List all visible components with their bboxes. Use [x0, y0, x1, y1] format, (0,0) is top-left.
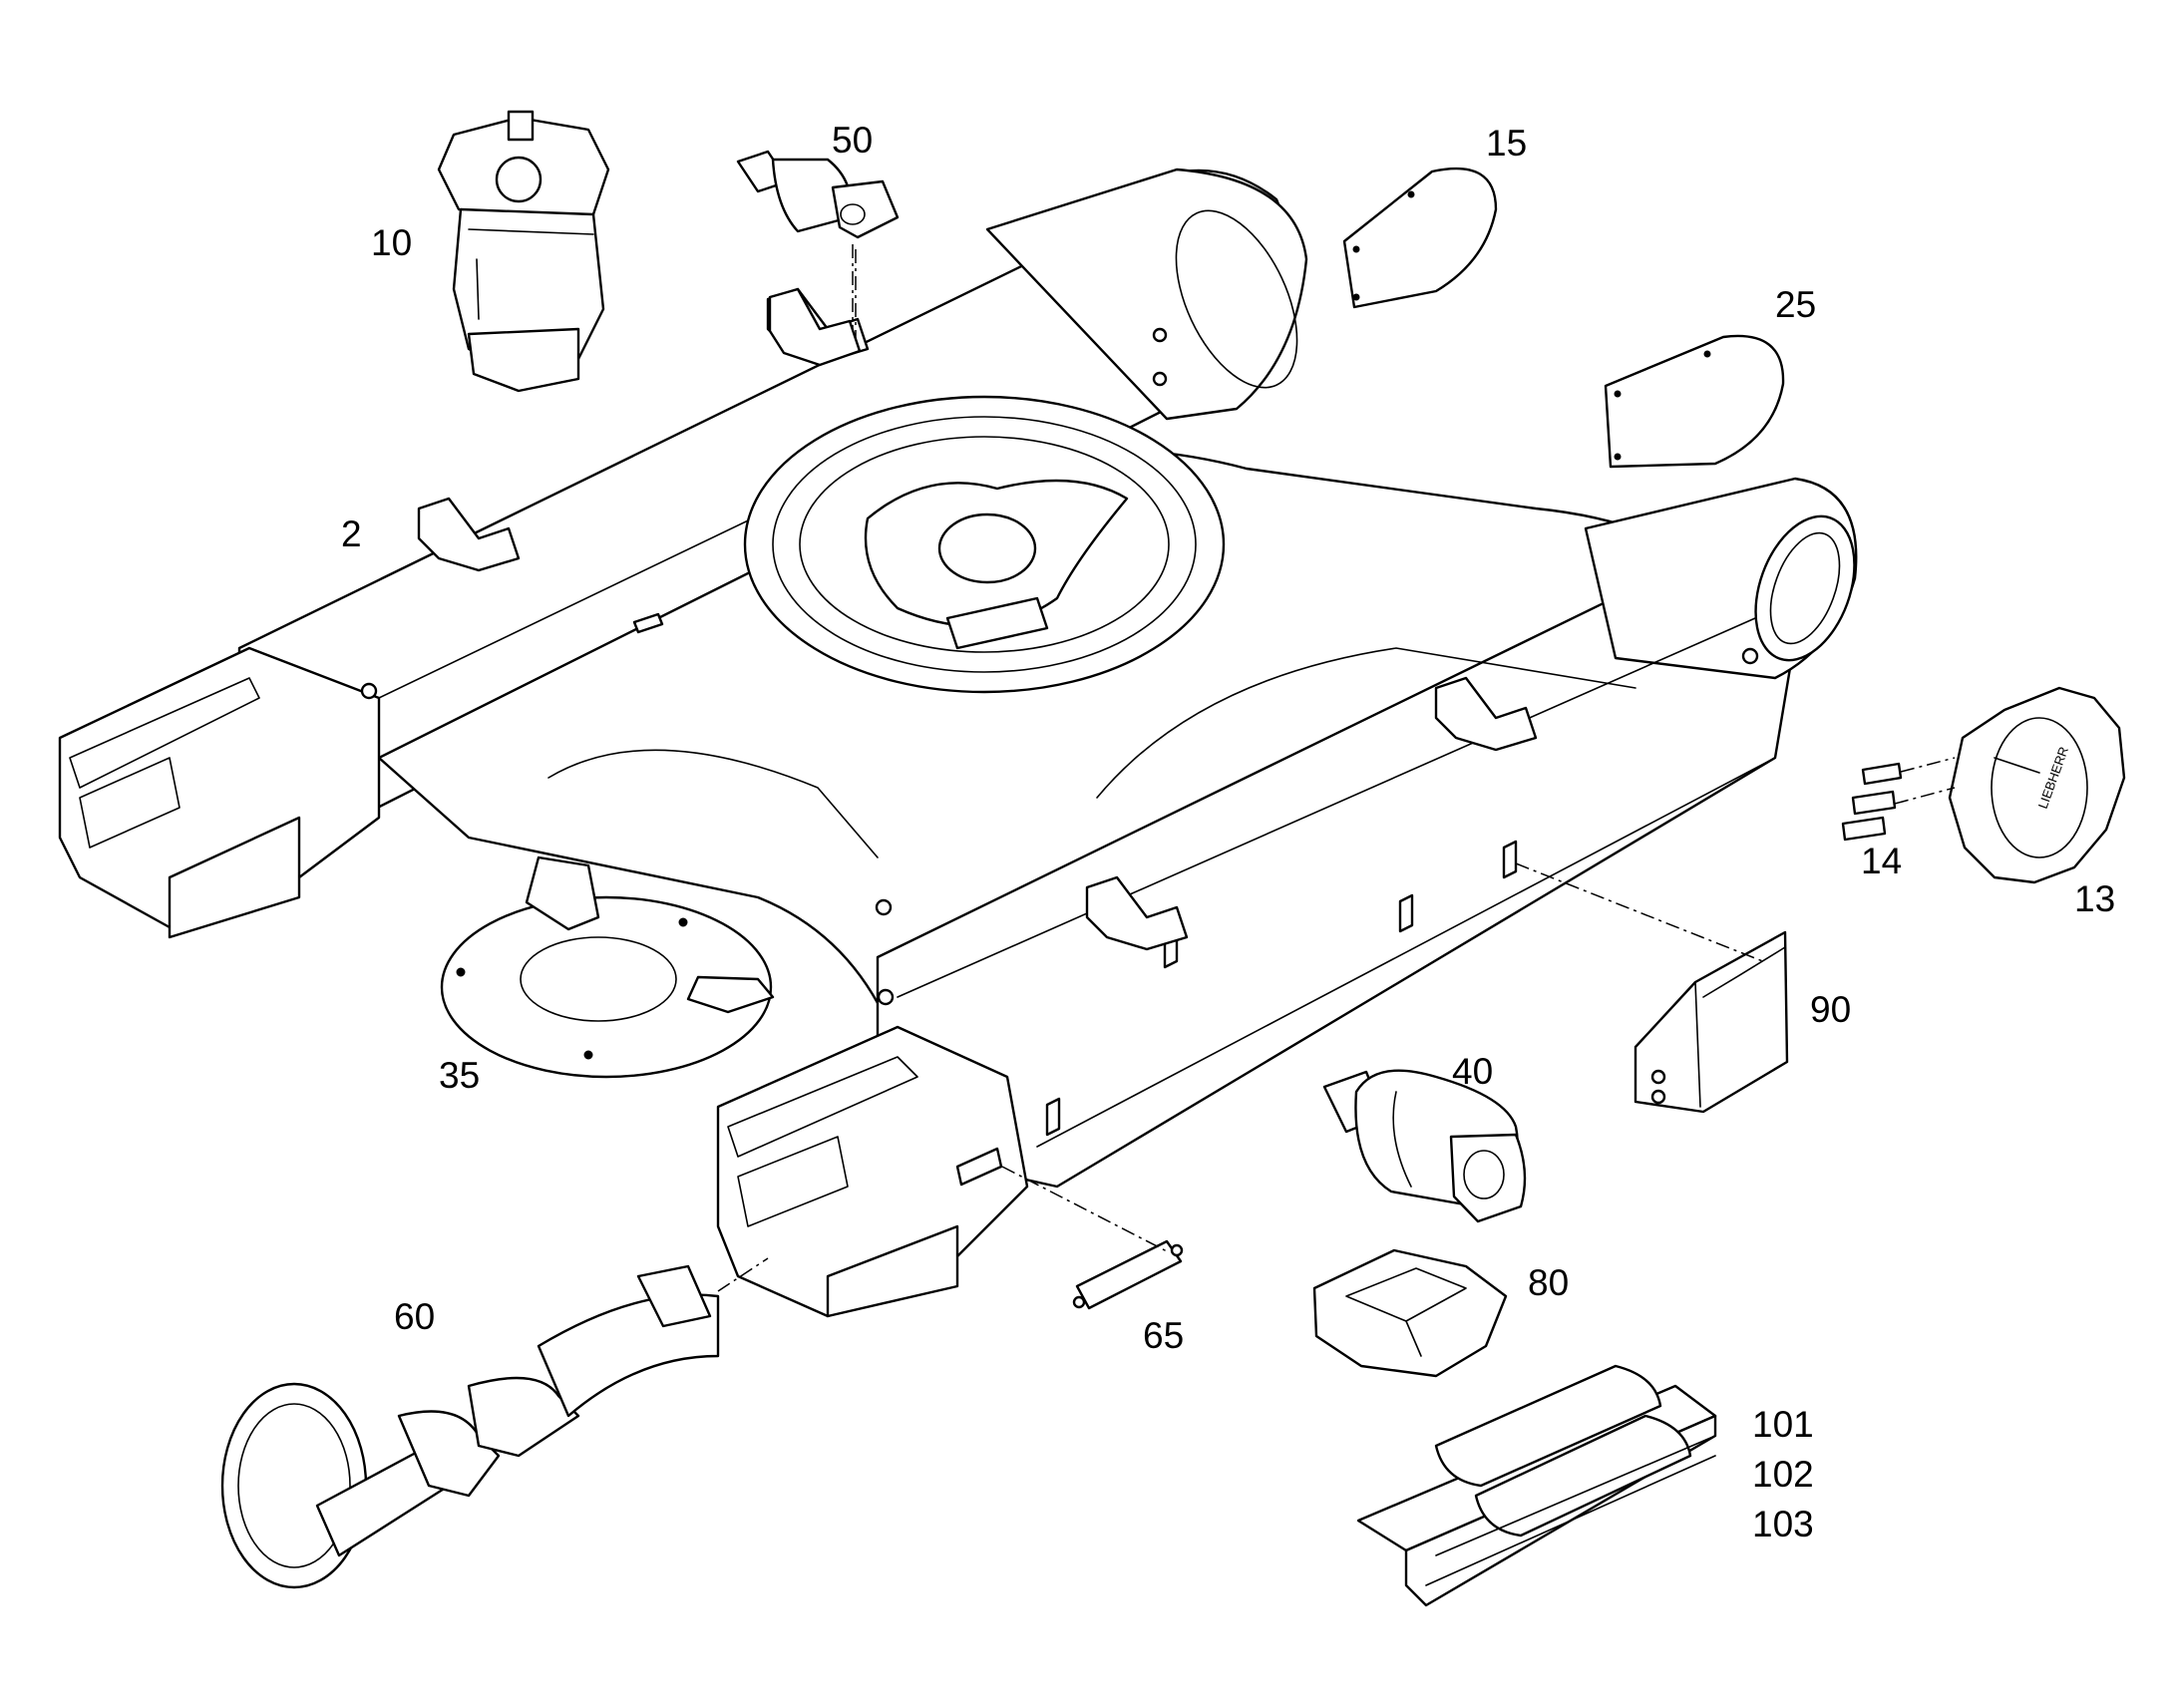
drive-sprocket: LIEBHERR: [1948, 686, 2126, 884]
callout-25: 25: [1775, 284, 1817, 325]
callout-103: 103: [1752, 1504, 1814, 1544]
callout-40: 40: [1452, 1051, 1494, 1092]
track-guide-plate: [1515, 862, 1789, 1114]
callout-35: 35: [439, 1055, 481, 1096]
callout-14: 14: [1861, 841, 1903, 881]
callout-13: 13: [2074, 878, 2116, 919]
shim-plate: [440, 855, 775, 1079]
callout-10: 10: [371, 222, 413, 263]
cover-plate-15: [1342, 167, 1498, 309]
callout-15: 15: [1486, 123, 1528, 164]
track-roller: [1322, 1069, 1527, 1223]
callout-2: 2: [341, 513, 362, 554]
callout-50: 50: [832, 120, 874, 161]
callout-102: 102: [1752, 1454, 1814, 1495]
cover-plate-25: [1604, 334, 1785, 469]
callout-101: 101: [1752, 1404, 1814, 1445]
cover-plate-65: [1001, 1166, 1184, 1310]
callout-80: 80: [1528, 1262, 1570, 1303]
callout-60: 60: [394, 1296, 436, 1337]
callout-65: 65: [1143, 1315, 1185, 1356]
idler-assembly: [220, 1264, 720, 1589]
track-chain-and-shoes: [1356, 1364, 1717, 1607]
travel-motor: [437, 110, 610, 393]
sprocket-bolts: [1841, 757, 1956, 842]
carrier-roller: [736, 150, 900, 367]
callout-90: 90: [1810, 989, 1852, 1030]
undercarriage-frame: [58, 168, 1858, 1318]
roller-guard: [1312, 1248, 1508, 1378]
leader-lines: [717, 249, 857, 1292]
